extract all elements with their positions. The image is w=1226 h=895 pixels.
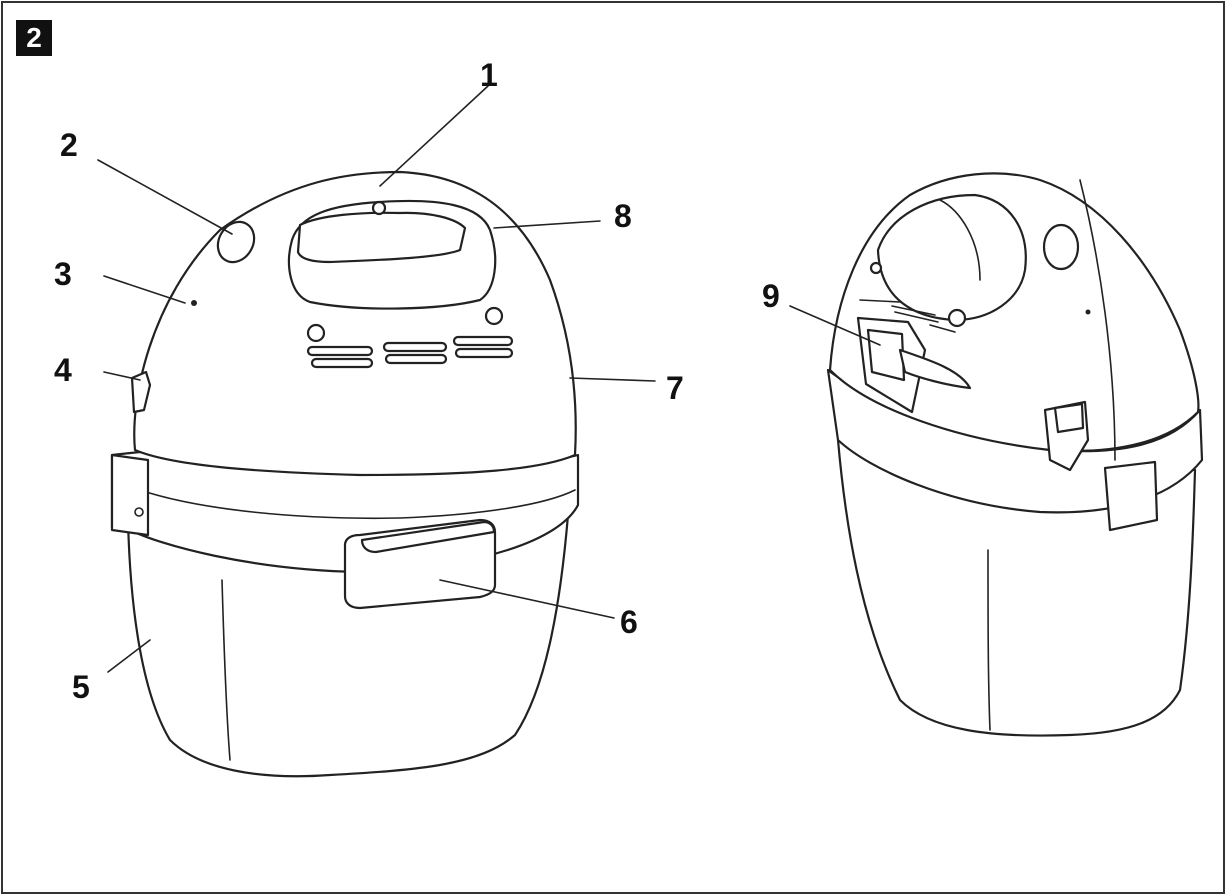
rear-switch (1042, 223, 1080, 271)
leader-7 (569, 377, 656, 382)
screw-left (306, 323, 326, 343)
callout-1: 1 (480, 57, 498, 93)
rear-container-seam (987, 549, 991, 731)
container-seam (221, 579, 231, 761)
leader-1 (379, 85, 489, 187)
rear-handle-inner (939, 199, 981, 281)
air-vents (306, 335, 514, 369)
vacuum-front-view (97, 85, 656, 778)
leader-4 (103, 371, 141, 381)
leader-9 (789, 305, 881, 346)
handle-screw (371, 200, 387, 216)
callout-9: 9 (762, 278, 780, 314)
belt-ring-line (139, 489, 576, 520)
rear-container (836, 438, 1197, 737)
handle-grip (296, 211, 467, 264)
callout-5: 5 (72, 669, 90, 705)
strap-buckle-left (110, 453, 150, 537)
callout-6: 6 (620, 604, 638, 640)
vacuum-rear-view (789, 172, 1204, 737)
side-latch (130, 370, 152, 414)
clip-nozzle (898, 348, 972, 390)
rear-strap-buckle (1103, 460, 1159, 532)
strap-rivet (134, 507, 144, 517)
callout-4: 4 (54, 352, 72, 388)
leader-3 (103, 275, 186, 304)
callout-8: 8 (614, 198, 632, 234)
callout-2: 2 (60, 127, 78, 163)
rear-vents (859, 299, 956, 333)
rear-latch-top (1053, 402, 1085, 434)
screw-right (484, 306, 504, 326)
leader-6 (439, 579, 615, 619)
leader-8 (493, 220, 601, 229)
accessory-clip-inner (866, 328, 906, 382)
rear-edge-line (1079, 179, 1116, 461)
callout-7: 7 (666, 370, 684, 406)
figure-number-badge: 2 (16, 20, 52, 56)
indicator-led (191, 300, 197, 306)
leader-2 (97, 159, 233, 235)
rear-screw-left (869, 261, 883, 275)
callout-3: 3 (54, 256, 72, 292)
handle-top (360, 520, 496, 554)
leader-5 (107, 639, 151, 673)
rear-indicator (1085, 309, 1091, 315)
rear-screw-right (947, 308, 967, 328)
